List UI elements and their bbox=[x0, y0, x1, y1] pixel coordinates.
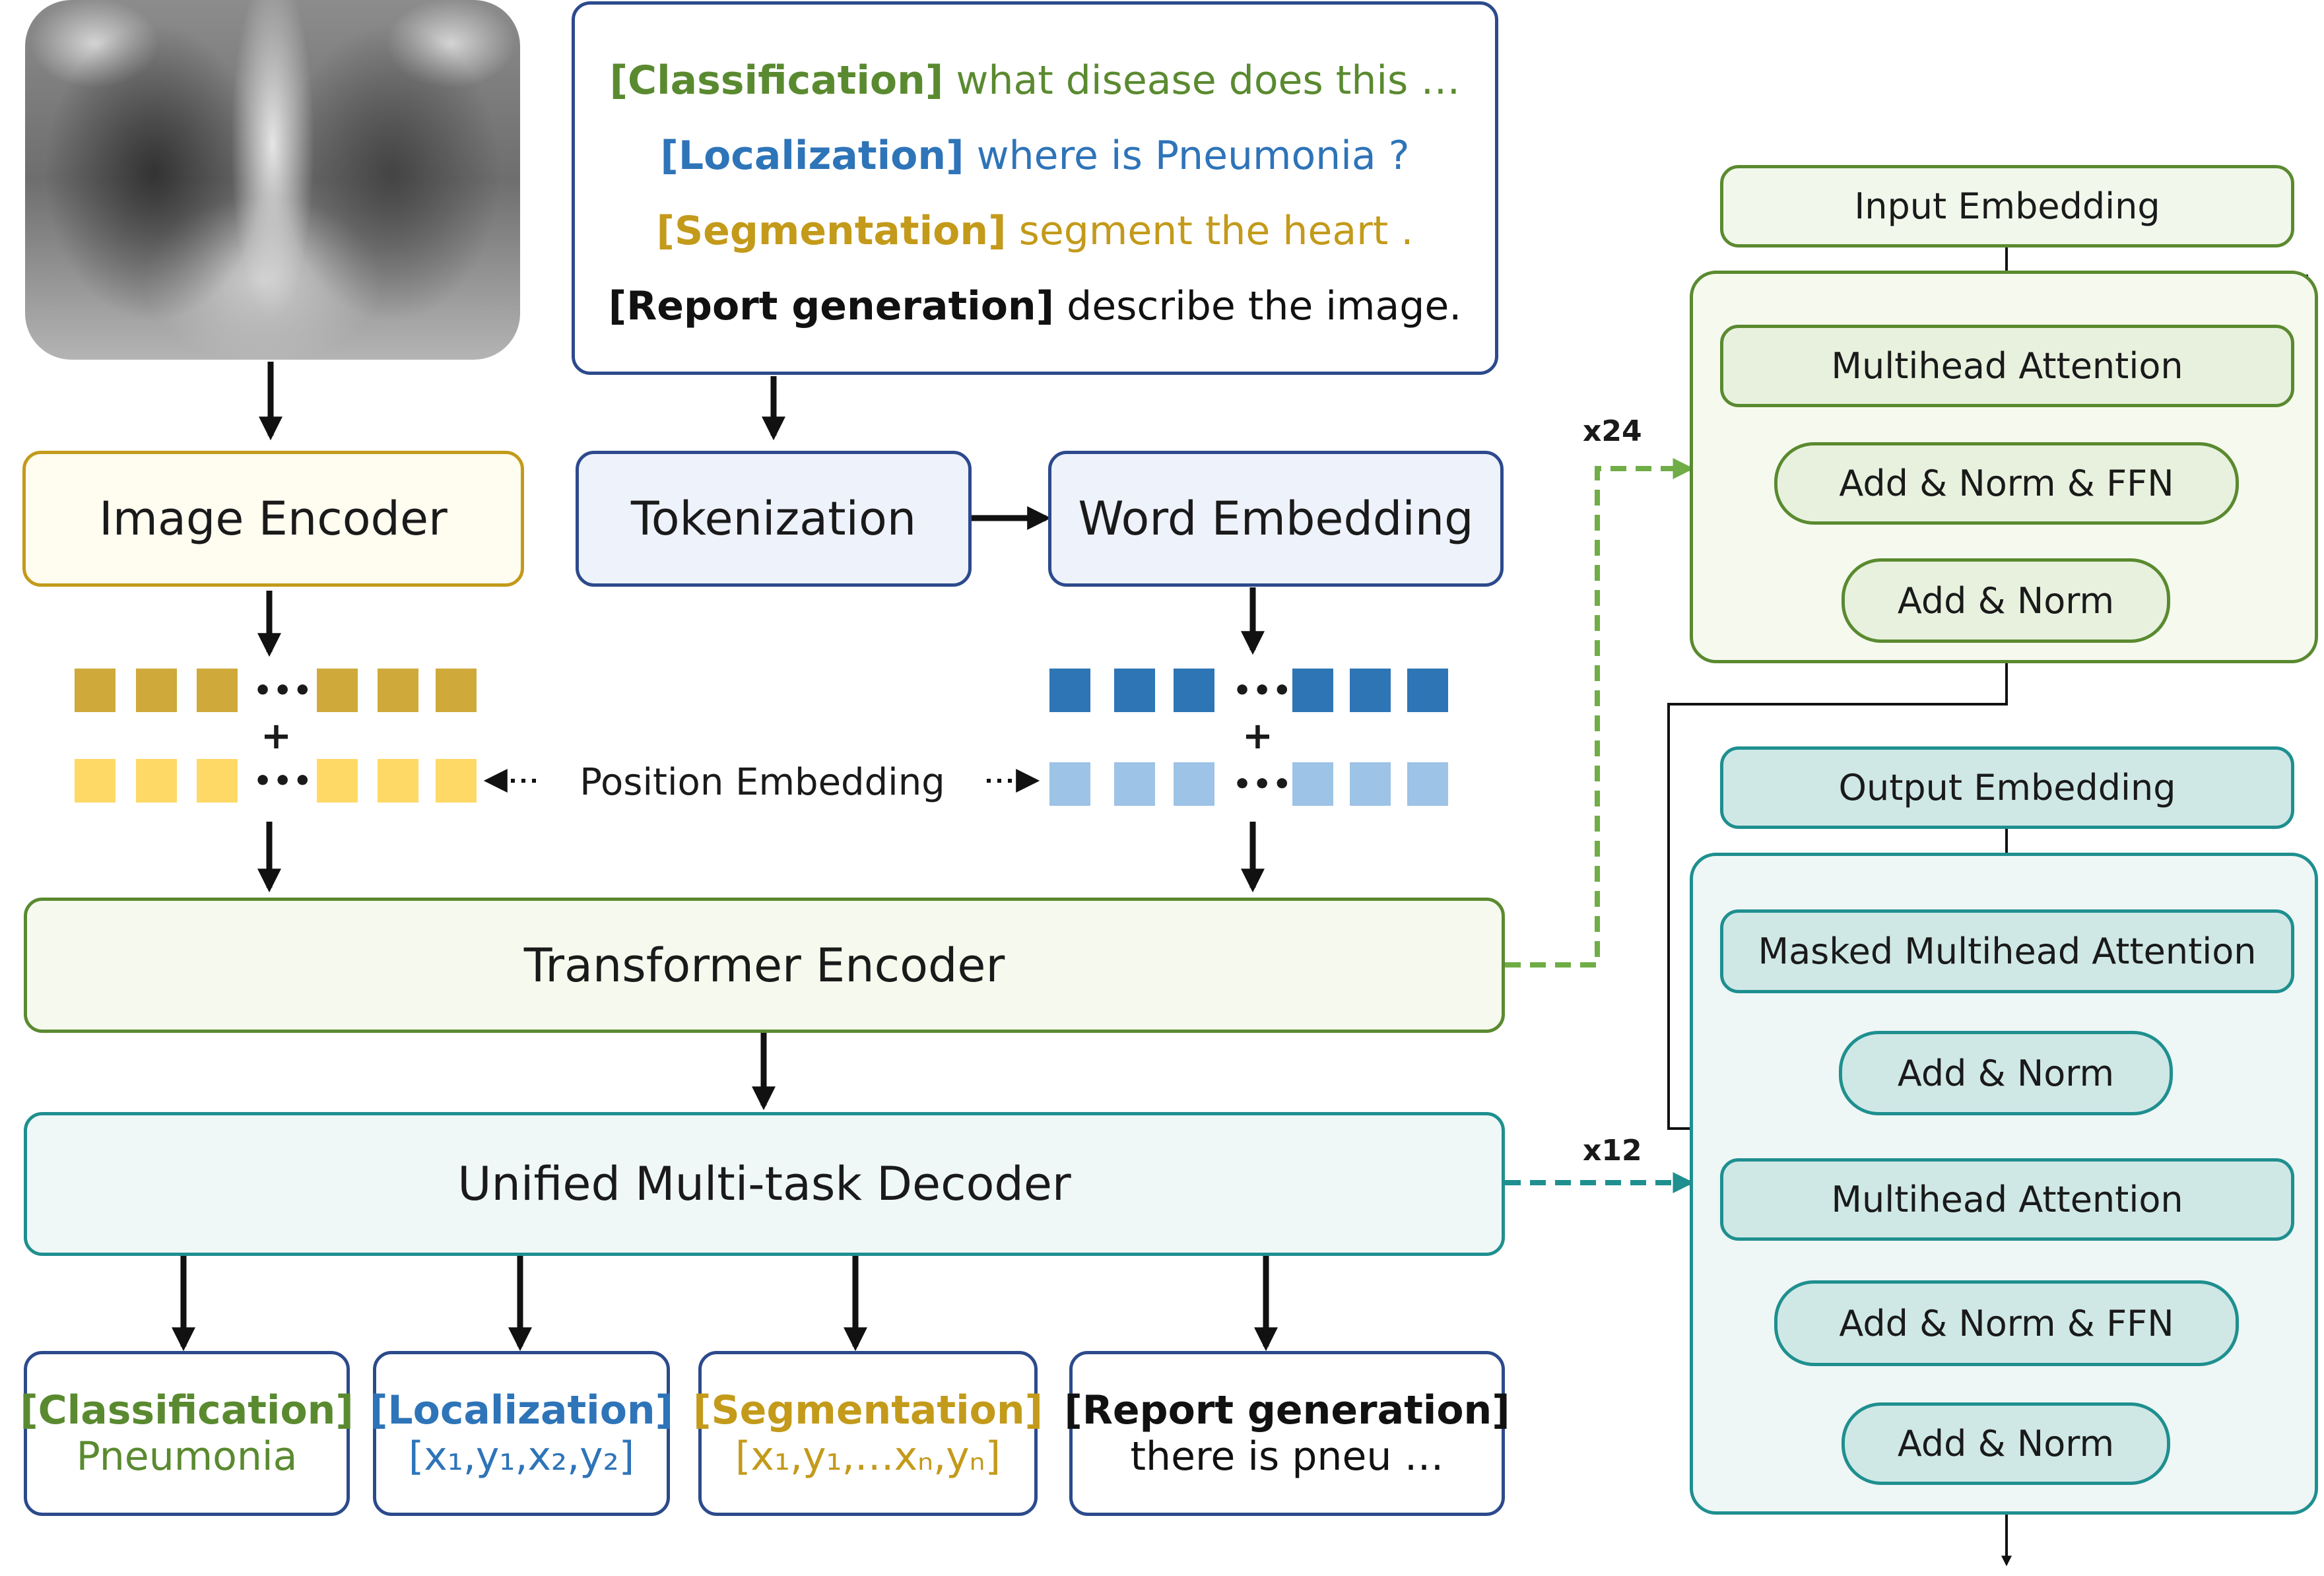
output-classification-tag: [Classification] bbox=[20, 1387, 354, 1433]
word-position-ellipsis: ••• bbox=[1233, 768, 1293, 801]
image-token bbox=[75, 669, 116, 712]
input-embedding-block: Input Embedding bbox=[1720, 165, 2294, 247]
output-segmentation: [Segmentation] [x₁,y₁,…xₙ,yₙ] bbox=[693, 1351, 1043, 1516]
encoder-add-norm: Add & Norm bbox=[1842, 558, 2170, 643]
image-token-ellipsis: ••• bbox=[253, 674, 314, 707]
transformer-encoder-block: Transformer Encoder bbox=[24, 898, 1505, 1033]
prompt-report: [Report generation] describe the image. bbox=[575, 283, 1495, 329]
image-token bbox=[317, 669, 358, 712]
tokenization-block: Tokenization bbox=[576, 451, 972, 587]
prompt-localization: [Localization] where is Pneumonia ? bbox=[575, 133, 1495, 179]
image-position-token bbox=[317, 759, 358, 803]
output-localization-tag: [Localization] bbox=[369, 1387, 674, 1433]
prompt-classification: [Classification] what disease does this … bbox=[575, 57, 1495, 104]
word-position-token bbox=[1407, 762, 1448, 806]
output-report: [Report generation] there is pneu … bbox=[1064, 1351, 1510, 1516]
prompt-classification-text: what disease does this … bbox=[956, 57, 1461, 104]
word-token bbox=[1292, 669, 1333, 712]
image-position-token bbox=[378, 759, 418, 803]
decoder-masked-multihead-attention: Masked Multihead Attention bbox=[1720, 909, 2294, 993]
output-segmentation-value: [x₁,y₁,…xₙ,yₙ] bbox=[735, 1433, 1001, 1480]
prompt-report-tag: [Report generation] bbox=[608, 283, 1055, 329]
output-embedding-block: Output Embedding bbox=[1720, 746, 2294, 829]
word-position-token bbox=[1350, 762, 1391, 806]
word-position-token bbox=[1114, 762, 1155, 806]
word-token bbox=[1114, 669, 1155, 712]
word-token-ellipsis: ••• bbox=[1233, 674, 1293, 707]
word-position-token bbox=[1292, 762, 1333, 806]
prompt-classification-tag: [Classification] bbox=[609, 57, 944, 104]
decoder-multihead-attention: Multihead Attention bbox=[1720, 1158, 2294, 1241]
encoder-multihead-attention: Multihead Attention bbox=[1720, 325, 2294, 407]
output-classification: [Classification] Pneumonia bbox=[20, 1351, 354, 1516]
prompt-segmentation-tag: [Segmentation] bbox=[656, 208, 1007, 254]
image-token bbox=[197, 669, 238, 712]
image-plus-sign: + bbox=[261, 715, 292, 758]
image-token bbox=[436, 669, 477, 712]
encoder-add-norm-ffn: Add & Norm & FFN bbox=[1774, 442, 2239, 525]
word-position-token bbox=[1049, 762, 1090, 806]
word-plus-sign: + bbox=[1242, 715, 1273, 758]
word-position-token bbox=[1174, 762, 1214, 806]
image-position-token bbox=[136, 759, 177, 803]
prompt-segmentation-text: segment the heart . bbox=[1018, 208, 1414, 254]
output-localization: [Localization] [x₁,y₁,x₂,y₂] bbox=[369, 1351, 674, 1516]
chest-xray-image bbox=[25, 0, 520, 360]
word-token bbox=[1049, 669, 1090, 712]
decoder-add-norm-2: Add & Norm bbox=[1842, 1402, 2170, 1485]
image-token bbox=[378, 669, 418, 712]
image-position-token bbox=[436, 759, 477, 803]
position-embedding-label: Position Embedding bbox=[580, 760, 945, 804]
encoder-repeat-label: x24 bbox=[1583, 414, 1642, 448]
image-encoder-block: Image Encoder bbox=[22, 451, 524, 587]
word-token bbox=[1174, 669, 1214, 712]
output-report-value: there is pneu … bbox=[1130, 1433, 1444, 1480]
word-embedding-block: Word Embedding bbox=[1048, 451, 1504, 587]
image-position-token bbox=[197, 759, 238, 803]
output-classification-value: Pneumonia bbox=[76, 1433, 298, 1480]
prompt-box: [Classification] what disease does this … bbox=[572, 1, 1498, 375]
decoder-add-norm-1: Add & Norm bbox=[1839, 1031, 2173, 1115]
prompt-localization-tag: [Localization] bbox=[660, 133, 964, 179]
unified-decoder-block: Unified Multi-task Decoder bbox=[24, 1112, 1505, 1256]
prompt-report-text: describe the image. bbox=[1067, 283, 1462, 329]
output-report-tag: [Report generation] bbox=[1064, 1387, 1510, 1433]
prompt-segmentation: [Segmentation] segment the heart . bbox=[575, 208, 1495, 254]
word-token bbox=[1407, 669, 1448, 712]
decoder-add-norm-ffn: Add & Norm & FFN bbox=[1774, 1280, 2239, 1366]
output-segmentation-tag: [Segmentation] bbox=[693, 1387, 1043, 1433]
link-encoder-detail bbox=[1505, 458, 1694, 968]
image-position-ellipsis: ••• bbox=[253, 764, 314, 798]
prompt-localization-text: where is Pneumonia ? bbox=[976, 133, 1410, 179]
word-token bbox=[1350, 669, 1391, 712]
image-position-token bbox=[75, 759, 116, 803]
image-token bbox=[136, 669, 177, 712]
decoder-repeat-label: x12 bbox=[1583, 1134, 1642, 1167]
output-localization-value: [x₁,y₁,x₂,y₂] bbox=[408, 1433, 635, 1480]
